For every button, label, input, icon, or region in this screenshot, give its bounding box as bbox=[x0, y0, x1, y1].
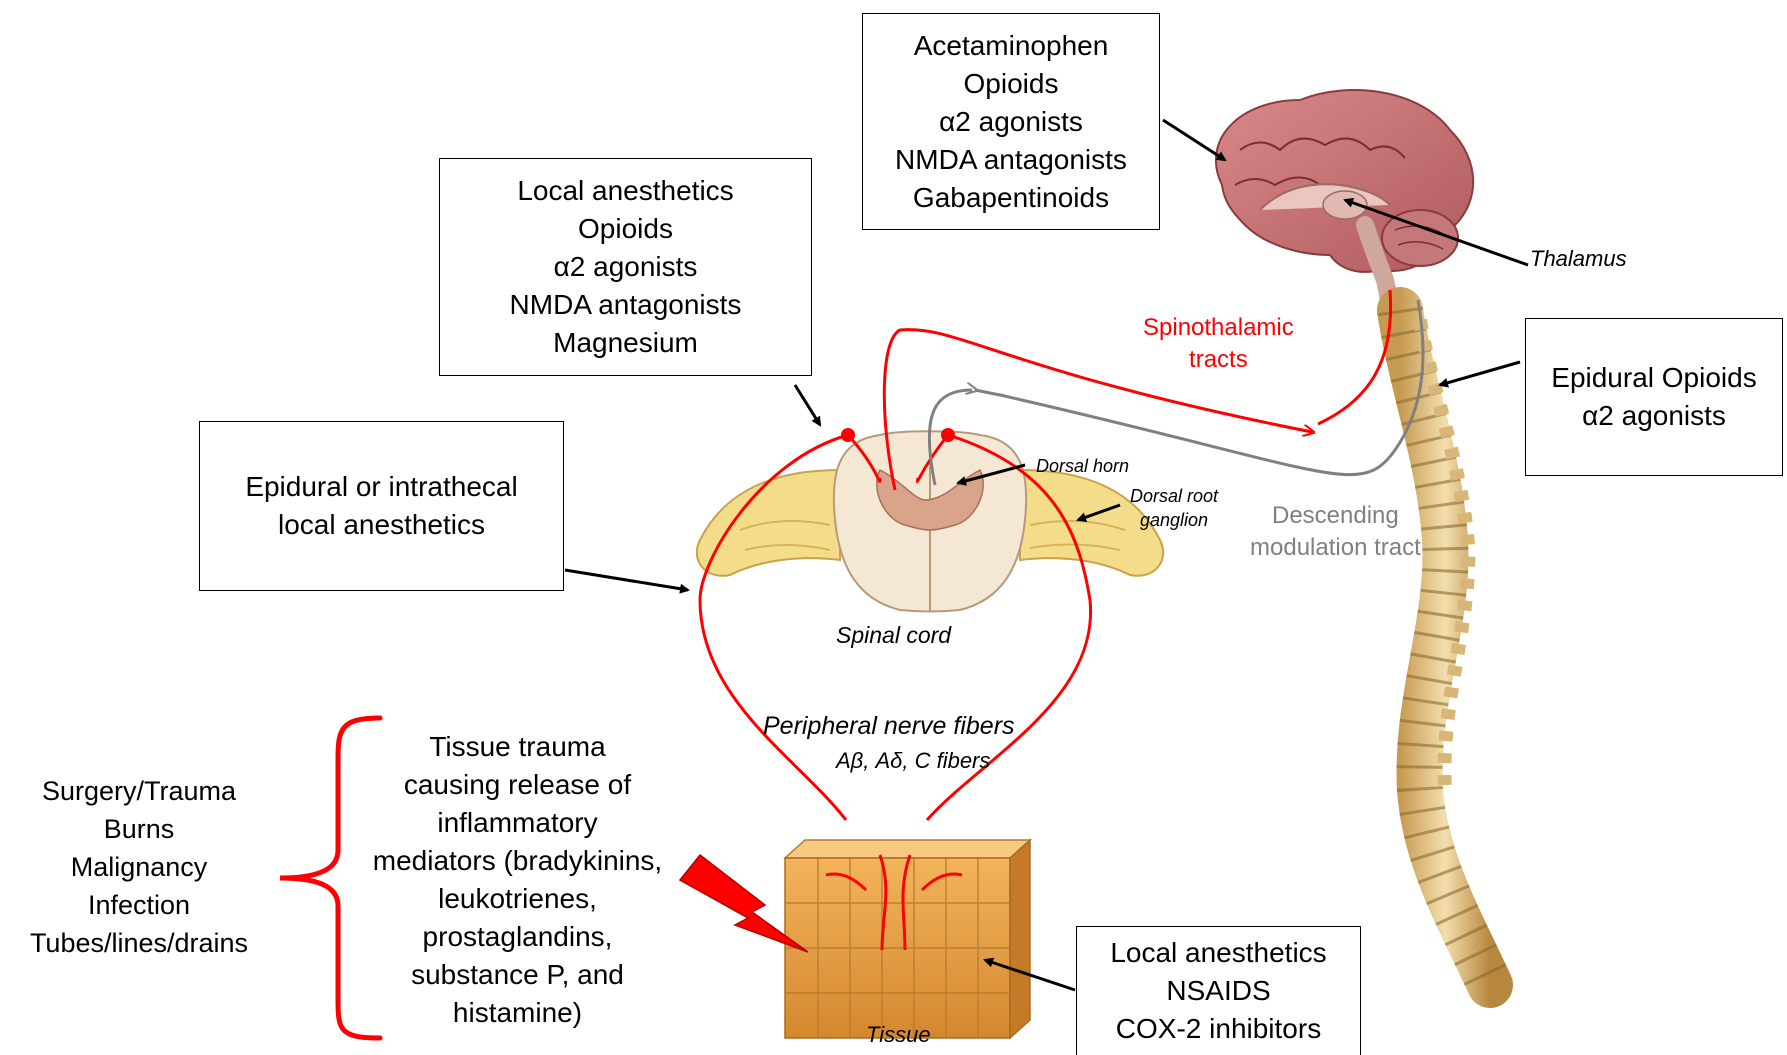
trauma-line-4: mediators (bradykinins, bbox=[350, 842, 685, 880]
spinal-drug-2: Opioids bbox=[578, 210, 673, 248]
arrow-spinal-box bbox=[795, 385, 820, 425]
tissue-drug-2: NSAIDS bbox=[1166, 972, 1270, 1010]
trauma-line-8: histamine) bbox=[350, 994, 685, 1032]
spinal-drug-4: NMDA antagonists bbox=[510, 286, 742, 324]
trauma-line-2: causing release of bbox=[350, 766, 685, 804]
epidural-local-line-1: Epidural or intrathecal bbox=[245, 468, 517, 506]
trauma-line-6: prostaglandins, bbox=[350, 918, 685, 956]
cause-1: Surgery/Trauma bbox=[0, 772, 278, 810]
label-descending: Descending modulation tract bbox=[1250, 500, 1421, 564]
descending-line-2: modulation tract bbox=[1250, 532, 1421, 564]
arrow-epidural-local bbox=[565, 570, 688, 590]
cause-5: Tubes/lines/drains bbox=[0, 924, 278, 962]
label-thalamus: Thalamus bbox=[1530, 246, 1627, 272]
epidural-opioids-line-2: α2 agonists bbox=[1582, 397, 1726, 435]
dorsal-root-line-1: Dorsal root bbox=[1130, 484, 1218, 508]
brain-drug-4: NMDA antagonists bbox=[895, 141, 1127, 179]
trauma-line-7: substance P, and bbox=[350, 956, 685, 994]
epidural-local-line-2: local anesthetics bbox=[278, 506, 485, 544]
label-spinal-cord: Spinal cord bbox=[836, 622, 951, 649]
label-dorsal-horn: Dorsal horn bbox=[1036, 456, 1129, 477]
dorsal-root-line-2: ganglion bbox=[1130, 508, 1218, 532]
cause-2: Burns bbox=[0, 810, 278, 848]
brain-drug-2: Opioids bbox=[964, 65, 1059, 103]
label-fibers: Aβ, Aδ, C fibers bbox=[836, 748, 990, 774]
brain-drug-1: Acetaminophen bbox=[914, 27, 1109, 65]
label-peripheral-nerve: Peripheral nerve fibers bbox=[763, 712, 1015, 741]
spinal-drug-3: α2 agonists bbox=[554, 248, 698, 286]
arrow-brain-box bbox=[1163, 120, 1225, 160]
label-tissue: Tissue bbox=[866, 1022, 931, 1048]
epidural-opioids-line-1: Epidural Opioids bbox=[1551, 359, 1756, 397]
brain-drug-3: α2 agonists bbox=[939, 103, 1083, 141]
synapse-dot-right bbox=[941, 428, 955, 442]
arrow-epidural-opioids bbox=[1440, 362, 1520, 385]
cause-4: Infection bbox=[0, 886, 278, 924]
tissue-illustration bbox=[785, 840, 1030, 1038]
trauma-description: Tissue trauma causing release of inflamm… bbox=[350, 728, 685, 1032]
brain-illustration bbox=[1216, 90, 1473, 320]
label-dorsal-root-ganglion: Dorsal root ganglion bbox=[1130, 484, 1218, 532]
trauma-line-1: Tissue trauma bbox=[350, 728, 685, 766]
trauma-line-3: inflammatory bbox=[350, 804, 685, 842]
synapse-dot-left bbox=[841, 428, 855, 442]
spinal-drug-5: Magnesium bbox=[553, 324, 698, 362]
cause-3: Malignancy bbox=[0, 848, 278, 886]
spinothalamic-line-1: Spinothalamic bbox=[1143, 312, 1294, 344]
brain-drug-5: Gabapentinoids bbox=[913, 179, 1109, 217]
causes-list: Surgery/Trauma Burns Malignancy Infectio… bbox=[0, 772, 278, 962]
tissue-drug-3: COX-2 inhibitors bbox=[1116, 1010, 1321, 1048]
box-epidural-local: Epidural or intrathecal local anesthetic… bbox=[199, 421, 564, 591]
box-epidural-opioids: Epidural Opioids α2 agonists bbox=[1525, 318, 1783, 476]
label-spinothalamic: Spinothalamic tracts bbox=[1143, 312, 1294, 376]
spinothalamic-line-2: tracts bbox=[1143, 344, 1294, 376]
tissue-drug-1: Local anesthetics bbox=[1110, 934, 1326, 972]
box-brain-drugs: Acetaminophen Opioids α2 agonists NMDA a… bbox=[862, 13, 1160, 230]
box-tissue-drugs: Local anesthetics NSAIDS COX-2 inhibitor… bbox=[1076, 926, 1361, 1055]
box-spinal-drugs: Local anesthetics Opioids α2 agonists NM… bbox=[439, 158, 812, 376]
trauma-line-5: leukotrienes, bbox=[350, 880, 685, 918]
spinal-drug-1: Local anesthetics bbox=[517, 172, 733, 210]
descending-line-1: Descending bbox=[1250, 500, 1421, 532]
descending-tract-arrowhead bbox=[975, 390, 1005, 396]
